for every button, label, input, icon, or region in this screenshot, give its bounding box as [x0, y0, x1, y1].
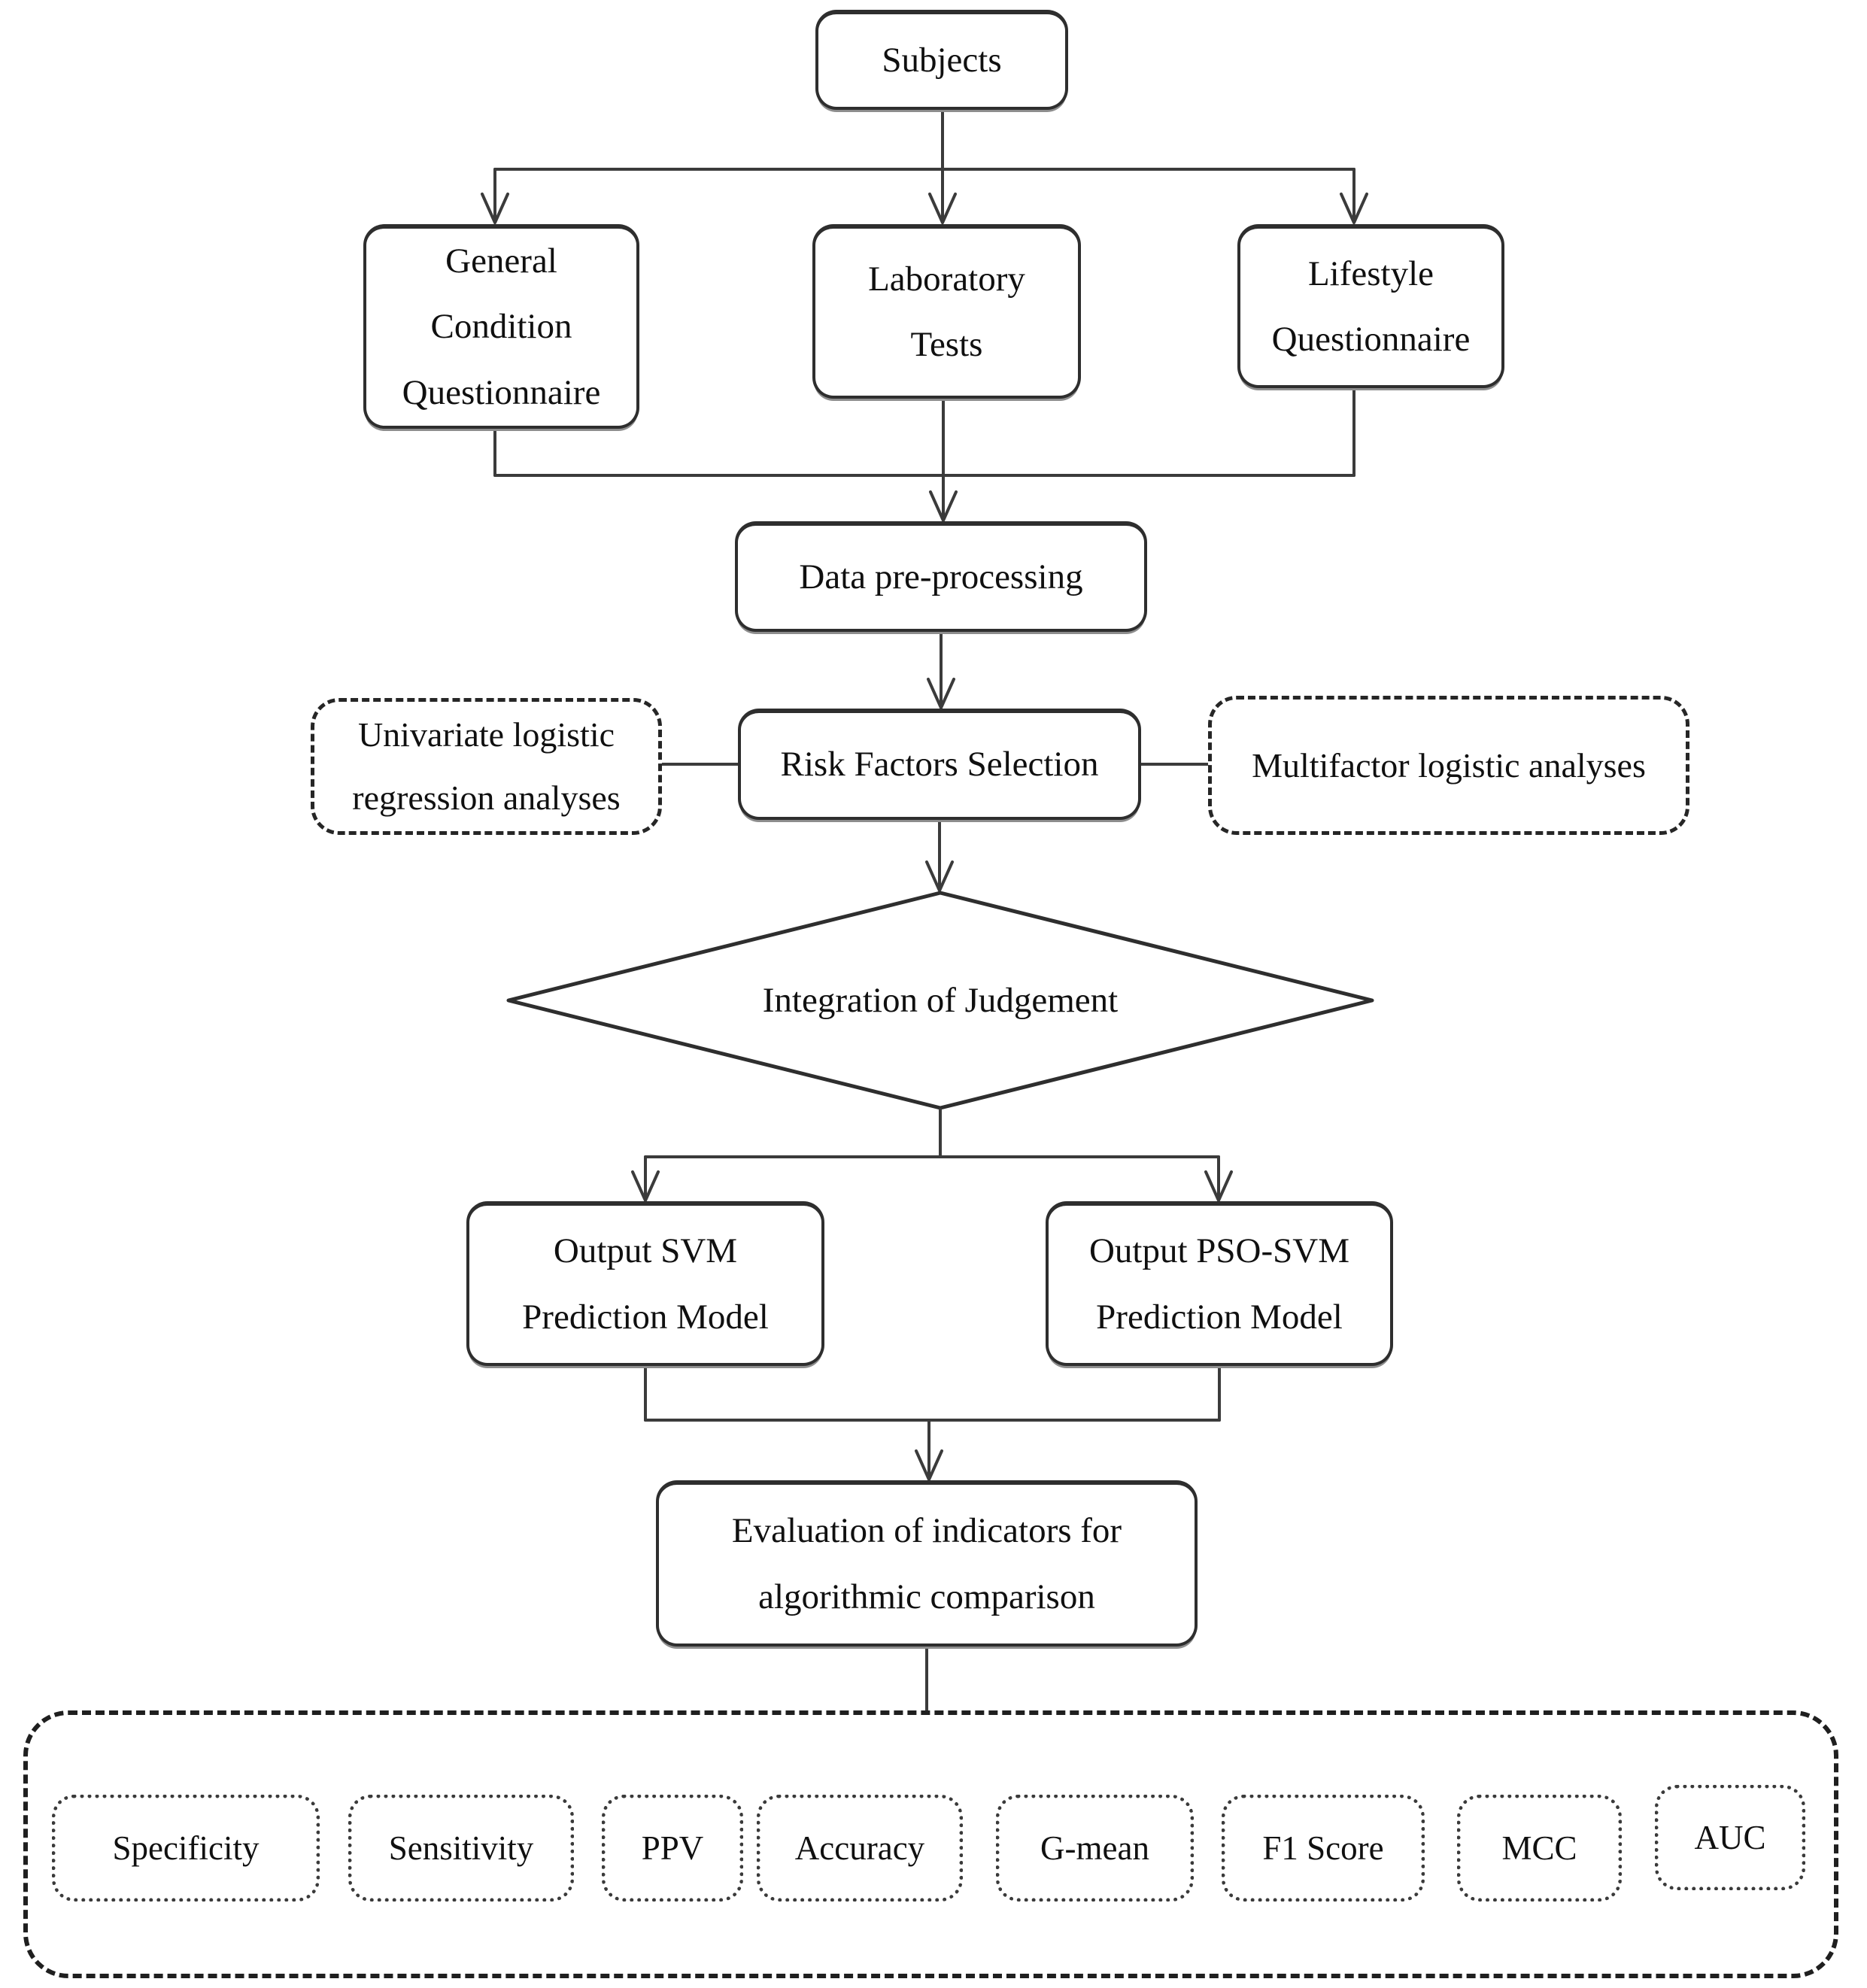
metric-box-sensitivity: Sensitivity: [348, 1795, 574, 1901]
node-integration-label: Integration of Judgement: [762, 981, 1119, 1020]
node-subjects-label: Subjects: [882, 40, 1002, 80]
node-lifestyle-label: Lifestyle Questionnaire: [1271, 253, 1471, 359]
metric-box-accuracy: Accuracy: [757, 1795, 963, 1901]
node-integration-of-judgement: Integration of Judgement: [507, 891, 1374, 1109]
arrowhead-to-risk: [927, 678, 955, 709]
metric-box-specificity: Specificity: [52, 1795, 320, 1901]
metric-box-ppv: PPV: [602, 1795, 743, 1901]
node-multifactor-logistic: Multifactor logistic analyses: [1208, 696, 1689, 835]
node-risk-factors-selection: Risk Factors Selection: [738, 709, 1141, 820]
metric-box-gmean: G-mean: [996, 1795, 1194, 1901]
node-output-svm: Output SVM Prediction Model: [466, 1201, 824, 1366]
node-multifactor-label: Multifactor logistic analyses: [1252, 745, 1646, 785]
node-general-condition-label: General Condition Questionnaire: [402, 241, 601, 412]
arrowhead-to-output-svm: [631, 1170, 660, 1202]
node-data-preprocessing: Data pre-processing: [735, 521, 1147, 632]
node-output-pso-svm-label: Output PSO-SVM Prediction Model: [1088, 1231, 1350, 1337]
node-laboratory-tests-label: Laboratory Tests: [868, 259, 1025, 364]
node-lifestyle-questionnaire: Lifestyle Questionnaire: [1237, 224, 1504, 388]
arrowhead-to-general-condition: [481, 193, 509, 224]
arrowhead-to-laboratory-tests: [928, 193, 957, 224]
arrowhead-to-preprocessing: [929, 490, 958, 522]
node-output-svm-label: Output SVM Prediction Model: [522, 1231, 769, 1337]
node-univariate-logistic: Univariate logistic regression analyses: [311, 698, 662, 835]
node-evaluation-label: Evaluation of indicators for algorithmic…: [731, 1511, 1122, 1616]
node-data-preprocessing-label: Data pre-processing: [799, 557, 1083, 596]
node-risk-factors-label: Risk Factors Selection: [780, 745, 1099, 785]
node-output-pso-svm: Output PSO-SVM Prediction Model: [1046, 1201, 1393, 1366]
metric-box-auc: AUC: [1655, 1785, 1805, 1890]
arrowhead-to-evaluation: [915, 1449, 943, 1481]
node-laboratory-tests: Laboratory Tests: [812, 224, 1081, 399]
metrics-container: [23, 1710, 1838, 1978]
arrowhead-to-diamond: [925, 860, 954, 892]
node-subjects: Subjects: [815, 10, 1068, 110]
metric-box-f1score: F1 Score: [1222, 1795, 1425, 1901]
node-general-condition-questionnaire: General Condition Questionnaire: [363, 224, 639, 429]
node-evaluation: Evaluation of indicators for algorithmic…: [656, 1480, 1198, 1647]
metric-box-mcc: MCC: [1457, 1795, 1622, 1901]
arrowhead-to-lifestyle: [1340, 193, 1368, 224]
arrowhead-to-output-pso-svm: [1204, 1170, 1233, 1202]
node-univariate-label: Univariate logistic regression analyses: [352, 715, 621, 817]
